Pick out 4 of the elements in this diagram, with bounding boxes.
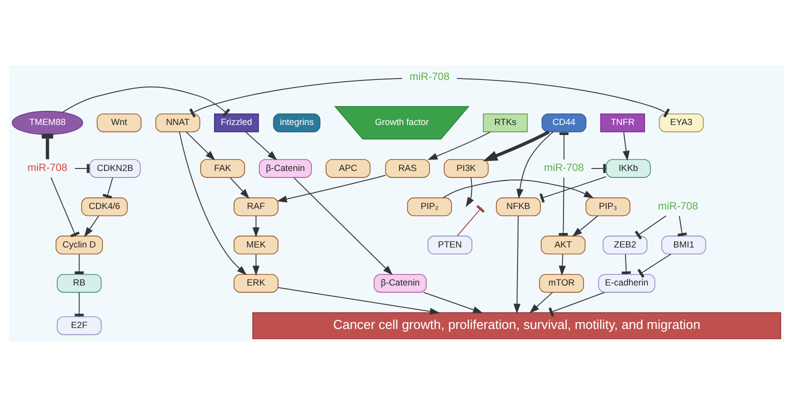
node-text: miR-708 — [27, 162, 68, 174]
node-text: miR-708 — [410, 70, 450, 82]
node-text: miR-708 — [658, 200, 698, 212]
node-text: miR-708 — [544, 162, 584, 174]
